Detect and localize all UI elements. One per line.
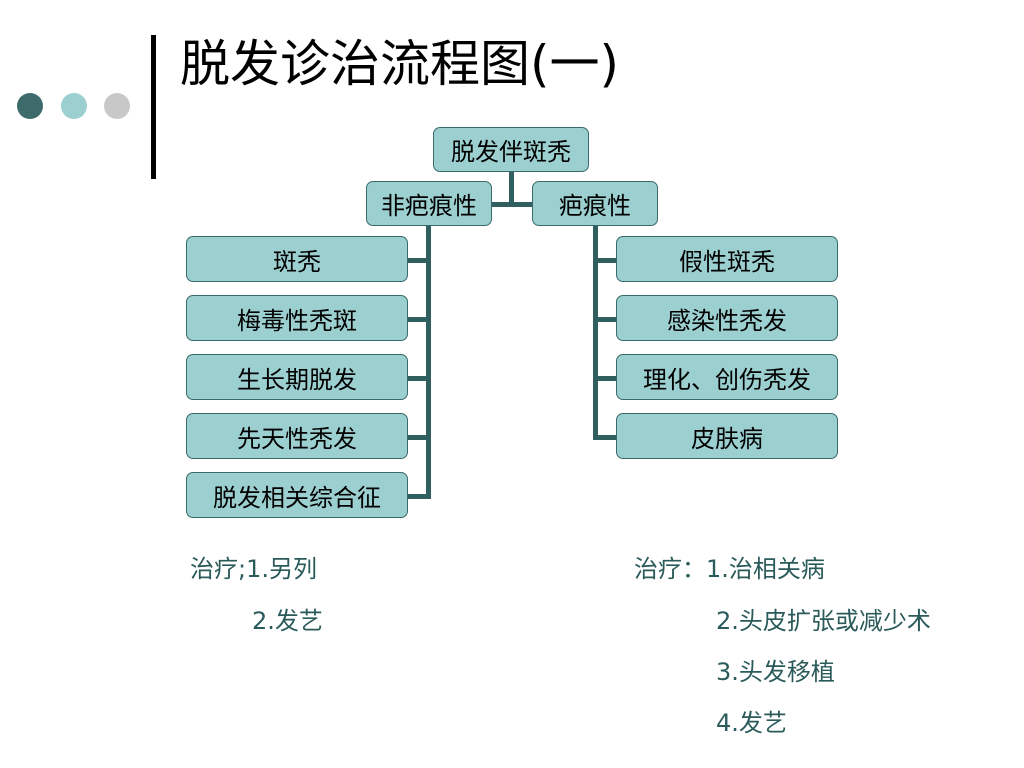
left-item-node: 先天性秃发 [186, 413, 408, 459]
left-tick [408, 376, 428, 381]
right-treatment-line: 治疗：1.治相关病 [634, 555, 825, 583]
title-divider [151, 35, 156, 179]
left-tick [408, 317, 428, 322]
decor-dot-dark [17, 93, 43, 119]
left-tick [408, 435, 428, 440]
left-item-node: 脱发相关综合征 [186, 472, 408, 518]
root-node: 脱发伴斑秃 [433, 127, 589, 172]
branch-connector [492, 202, 532, 207]
right-treatment-line: 2.头皮扩张或减少术 [716, 607, 931, 635]
right-item-node: 皮肤病 [616, 413, 838, 459]
right-treatment-line: 3.头发移植 [716, 658, 835, 686]
right-tick [596, 317, 616, 322]
decor-dot-gray [104, 93, 130, 119]
right-tick [596, 376, 616, 381]
branch-non-scarring: 非疤痕性 [366, 181, 492, 226]
left-tick [408, 258, 428, 263]
left-item-node: 斑秃 [186, 236, 408, 282]
left-treatment-line: 2.发艺 [252, 607, 323, 635]
right-item-node: 感染性秃发 [616, 295, 838, 341]
left-item-node: 梅毒性秃斑 [186, 295, 408, 341]
left-treatment-line: 治疗;1.另列 [190, 555, 317, 583]
branch-scarring: 疤痕性 [532, 181, 658, 226]
root-connector [509, 170, 514, 207]
left-item-node: 生长期脱发 [186, 354, 408, 400]
right-item-node: 理化、创伤秃发 [616, 354, 838, 400]
left-tick [408, 494, 428, 499]
right-item-node: 假性斑秃 [616, 236, 838, 282]
right-treatment-line: 4.发艺 [716, 709, 787, 737]
decor-dot-teal [61, 93, 87, 119]
right-tick [596, 435, 616, 440]
right-tick [596, 258, 616, 263]
page-title: 脱发诊治流程图(一) [180, 35, 620, 93]
right-spine [593, 226, 598, 440]
left-spine [426, 226, 431, 499]
